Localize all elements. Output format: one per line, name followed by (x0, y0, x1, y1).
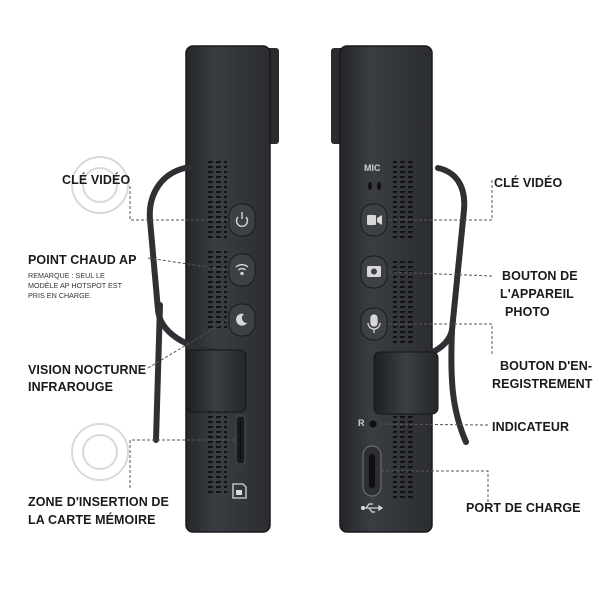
leader-lines (129, 180, 493, 502)
hotspot-label: POINT CHAUD AP (28, 253, 137, 267)
power-icon (235, 212, 249, 227)
camera-button-label-line2: L'APPAREIL (500, 287, 574, 301)
belt-clip (146, 165, 221, 355)
left-video-key-label: CLÉ VIDÉO (62, 173, 131, 187)
hotspot-note-line2: MODÈLE AP HOTSPOT EST (28, 281, 122, 290)
moon-icon (236, 313, 247, 326)
wifi-icon (235, 264, 249, 276)
mic-mark: MIC (364, 163, 381, 173)
video-camera-icon (367, 215, 382, 225)
hotspot-note-line3: PRIS EN CHARGE. (28, 291, 92, 300)
power-button[interactable] (228, 203, 256, 237)
charge-port-label: PORT DE CHARGE (466, 501, 581, 515)
camera-icon (367, 266, 381, 277)
video-button[interactable] (360, 203, 388, 237)
record-button-label-line1: BOUTON D'EN- (500, 359, 593, 373)
right-video-key-label: CLÉ VIDÉO (494, 176, 563, 190)
record-button[interactable] (360, 307, 388, 341)
indicator-led (369, 420, 377, 428)
indicator-label: INDICATEUR (492, 420, 570, 434)
camera-button[interactable] (360, 255, 388, 289)
night-vision-button[interactable] (228, 303, 256, 337)
night-vision-label-line2: INFRAROUGE (28, 380, 114, 394)
camera-button-label-line3: PHOTO (505, 305, 550, 319)
microphone-icon (367, 314, 381, 333)
charge-port[interactable] (362, 445, 382, 497)
card-slot-label-line1: ZONE D'INSERTION DE (28, 495, 169, 509)
indicator-mark: R (358, 418, 365, 428)
right-device (331, 45, 469, 533)
sd-card-slot[interactable] (235, 415, 246, 465)
usb-icon (360, 503, 384, 513)
wifi-button[interactable] (228, 253, 256, 287)
card-slot-label-line2: LA CARTE MÉMOIRE (28, 513, 156, 527)
hotspot-note-line1: REMARQUE : SEUL LE (28, 271, 105, 280)
night-vision-label-line1: VISION NOCTURNE (28, 363, 147, 377)
record-button-label-line2: REGISTREMENT (492, 377, 593, 391)
camera-button-label-line1: BOUTON DE (502, 269, 578, 283)
sd-card-icon (232, 483, 247, 499)
left-device (146, 45, 279, 533)
